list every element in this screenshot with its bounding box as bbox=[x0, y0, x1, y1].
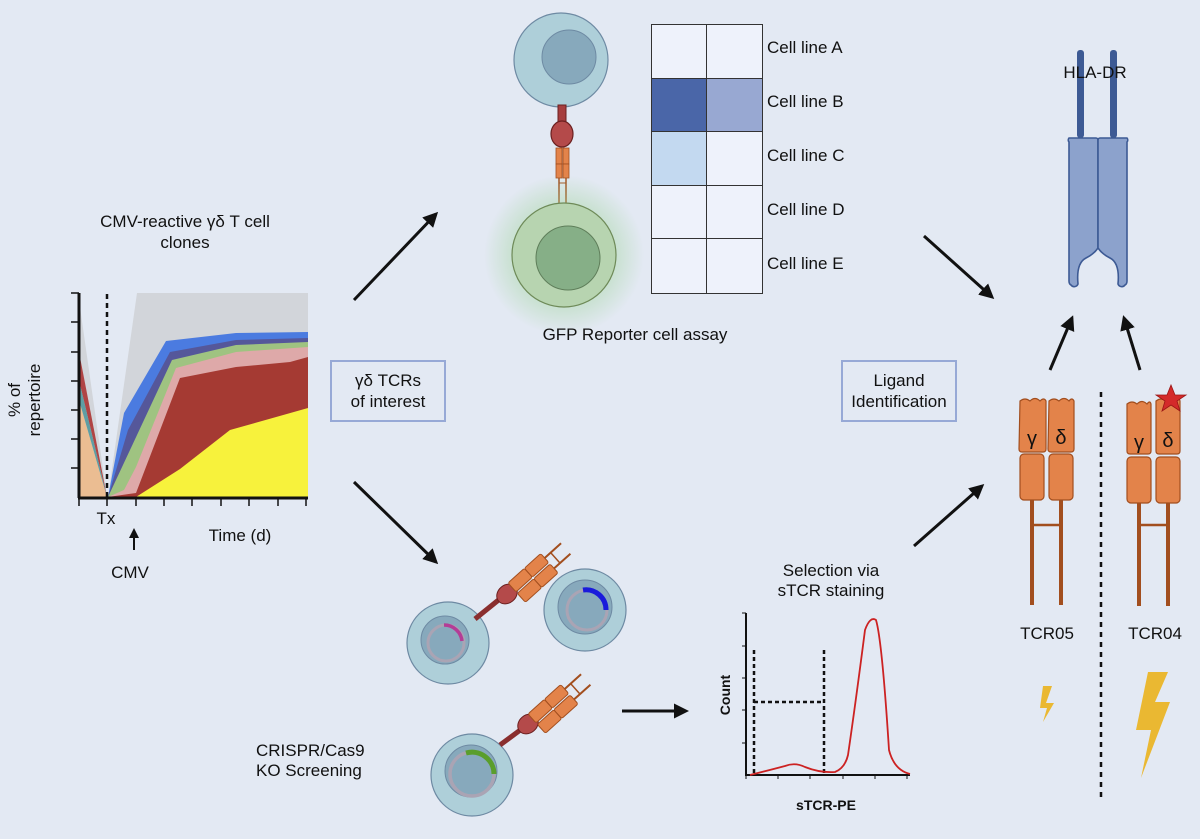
tcr04-gamma-label: γ bbox=[1134, 432, 1144, 454]
y-ticks bbox=[71, 292, 79, 469]
presenting-cell-nucleus bbox=[541, 29, 597, 85]
flow-arrows bbox=[352, 211, 1142, 719]
repertoire-ylabel: % of repertoire bbox=[5, 345, 45, 455]
heatmap-cell bbox=[652, 78, 707, 133]
lightning-large-icon bbox=[1136, 672, 1170, 778]
repertoire-ylabel-line2: repertoire bbox=[25, 363, 44, 437]
repertoire-title-line2: clones bbox=[160, 233, 210, 252]
tcrs-box-line2: of interest bbox=[350, 392, 426, 411]
heatmap-cell bbox=[652, 239, 707, 293]
tcr05-delta-label: δ bbox=[1055, 427, 1067, 449]
arrow-selection-to-tcr bbox=[913, 484, 985, 548]
cmv-label: CMV bbox=[111, 563, 149, 582]
x-ticks bbox=[78, 498, 307, 506]
gfp-heatmap-grid bbox=[651, 24, 763, 294]
repertoire-title-line1: CMV-reactive γδ T cell bbox=[100, 212, 270, 231]
histogram-ylabel: Count bbox=[717, 674, 733, 716]
heatmap-cell bbox=[707, 185, 762, 240]
tcr05-molecule bbox=[1018, 397, 1075, 605]
repertoire-chart bbox=[71, 292, 308, 550]
selection-title-line2: sTCR staining bbox=[777, 581, 885, 600]
tcr04-delta-label: δ bbox=[1162, 430, 1174, 452]
crispr-cell-3 bbox=[430, 668, 596, 817]
crispr-cells bbox=[406, 537, 627, 817]
arrow-to-gfp bbox=[352, 211, 439, 302]
crispr-label: CRISPR/Cas9 KO Screening bbox=[256, 741, 365, 781]
arrow-to-crispr bbox=[352, 480, 439, 565]
area-yellow bbox=[108, 408, 308, 497]
hla-dr-label: HLA-DR bbox=[1063, 63, 1127, 82]
tcrs-box-line1: γδ TCRs bbox=[354, 371, 422, 390]
heatmap-cell bbox=[652, 132, 707, 186]
time-axis-label: Time (d) bbox=[208, 526, 272, 545]
arrow-gfp-to-hla bbox=[922, 234, 995, 300]
hla-dr-molecule bbox=[1067, 50, 1129, 288]
selection-title-line1: Selection via bbox=[782, 561, 880, 580]
lightning-small-icon bbox=[1040, 686, 1054, 722]
hla-alpha-chain bbox=[1067, 137, 1099, 288]
ligand-box-line1: Ligand bbox=[873, 371, 925, 390]
reporter-cell-nucleus bbox=[535, 225, 601, 291]
heatmap-cell bbox=[652, 25, 707, 79]
selection-histogram bbox=[742, 612, 911, 779]
heatmap-row-label: Cell line C bbox=[767, 146, 845, 165]
heatmap-row-label: Cell line E bbox=[767, 254, 844, 273]
ligand-box-line2: Identification bbox=[851, 392, 947, 411]
gfp-assay-caption: GFP Reporter cell assay bbox=[542, 325, 728, 344]
tcr05-gamma-label: γ bbox=[1027, 428, 1037, 450]
crispr-label-line1: CRISPR/Cas9 bbox=[256, 741, 365, 760]
heatmap-cell bbox=[707, 78, 762, 133]
heatmap-row-label: Cell line D bbox=[767, 200, 845, 219]
ligand-identification-box: Ligand Identification bbox=[841, 360, 957, 422]
heatmap-cell bbox=[707, 25, 762, 79]
heatmap-cell bbox=[707, 239, 762, 293]
hist-y-ticks bbox=[742, 612, 746, 744]
histogram-curve bbox=[749, 618, 911, 776]
mutation-star-icon bbox=[1154, 383, 1188, 412]
histogram-xlabel: sTCR-PE bbox=[796, 797, 856, 813]
ligand-head bbox=[550, 120, 574, 148]
hla-beta-chain bbox=[1097, 137, 1129, 288]
gfp-reporter-illustration bbox=[484, 12, 644, 335]
arrow-tcr04-to-hla bbox=[1120, 315, 1142, 371]
repertoire-ylabel-line1: % of bbox=[5, 382, 24, 418]
heatmap-cell bbox=[652, 185, 707, 240]
hist-x-ticks bbox=[745, 775, 908, 779]
crispr-label-line2: KO Screening bbox=[256, 761, 362, 780]
area-red-pre bbox=[79, 352, 107, 497]
heatmap-cell bbox=[707, 132, 762, 186]
tcr04-molecule bbox=[1126, 383, 1188, 606]
tcrs-of-interest-box: γδ TCRs of interest bbox=[330, 360, 446, 422]
tcr05-name: TCR05 bbox=[1020, 624, 1074, 643]
crispr-cell-1 bbox=[406, 537, 576, 685]
tcr04-name: TCR04 bbox=[1128, 624, 1182, 643]
tx-label: Tx bbox=[96, 509, 116, 528]
heatmap-row-label: Cell line A bbox=[767, 38, 843, 57]
heatmap-row-label: Cell line B bbox=[767, 92, 844, 111]
crispr-cell-2 bbox=[543, 568, 627, 652]
arrow-tcr05-to-hla bbox=[1048, 315, 1075, 371]
